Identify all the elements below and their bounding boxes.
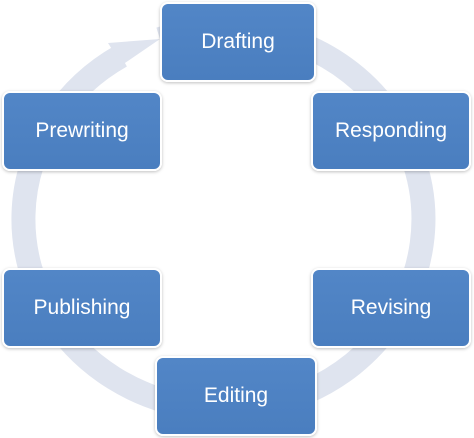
stage-editing: Editing	[155, 356, 317, 436]
stage-label: Drafting	[201, 30, 275, 53]
stage-publishing: Publishing	[2, 268, 162, 348]
stage-prewriting: Prewriting	[2, 91, 162, 171]
stage-label: Editing	[203, 384, 269, 407]
stage-label: Responding	[334, 119, 448, 142]
stage-revising: Revising	[311, 268, 471, 348]
stage-label: Revising	[350, 296, 432, 319]
stage-label: Publishing	[33, 296, 131, 319]
stage-label: Prewriting	[35, 119, 129, 142]
cycle-ring-arc	[11, 17, 436, 422]
cycle-arrowhead-icon	[108, 39, 160, 65]
stage-drafting: Drafting	[160, 2, 316, 82]
stage-responding: Responding	[311, 91, 471, 171]
